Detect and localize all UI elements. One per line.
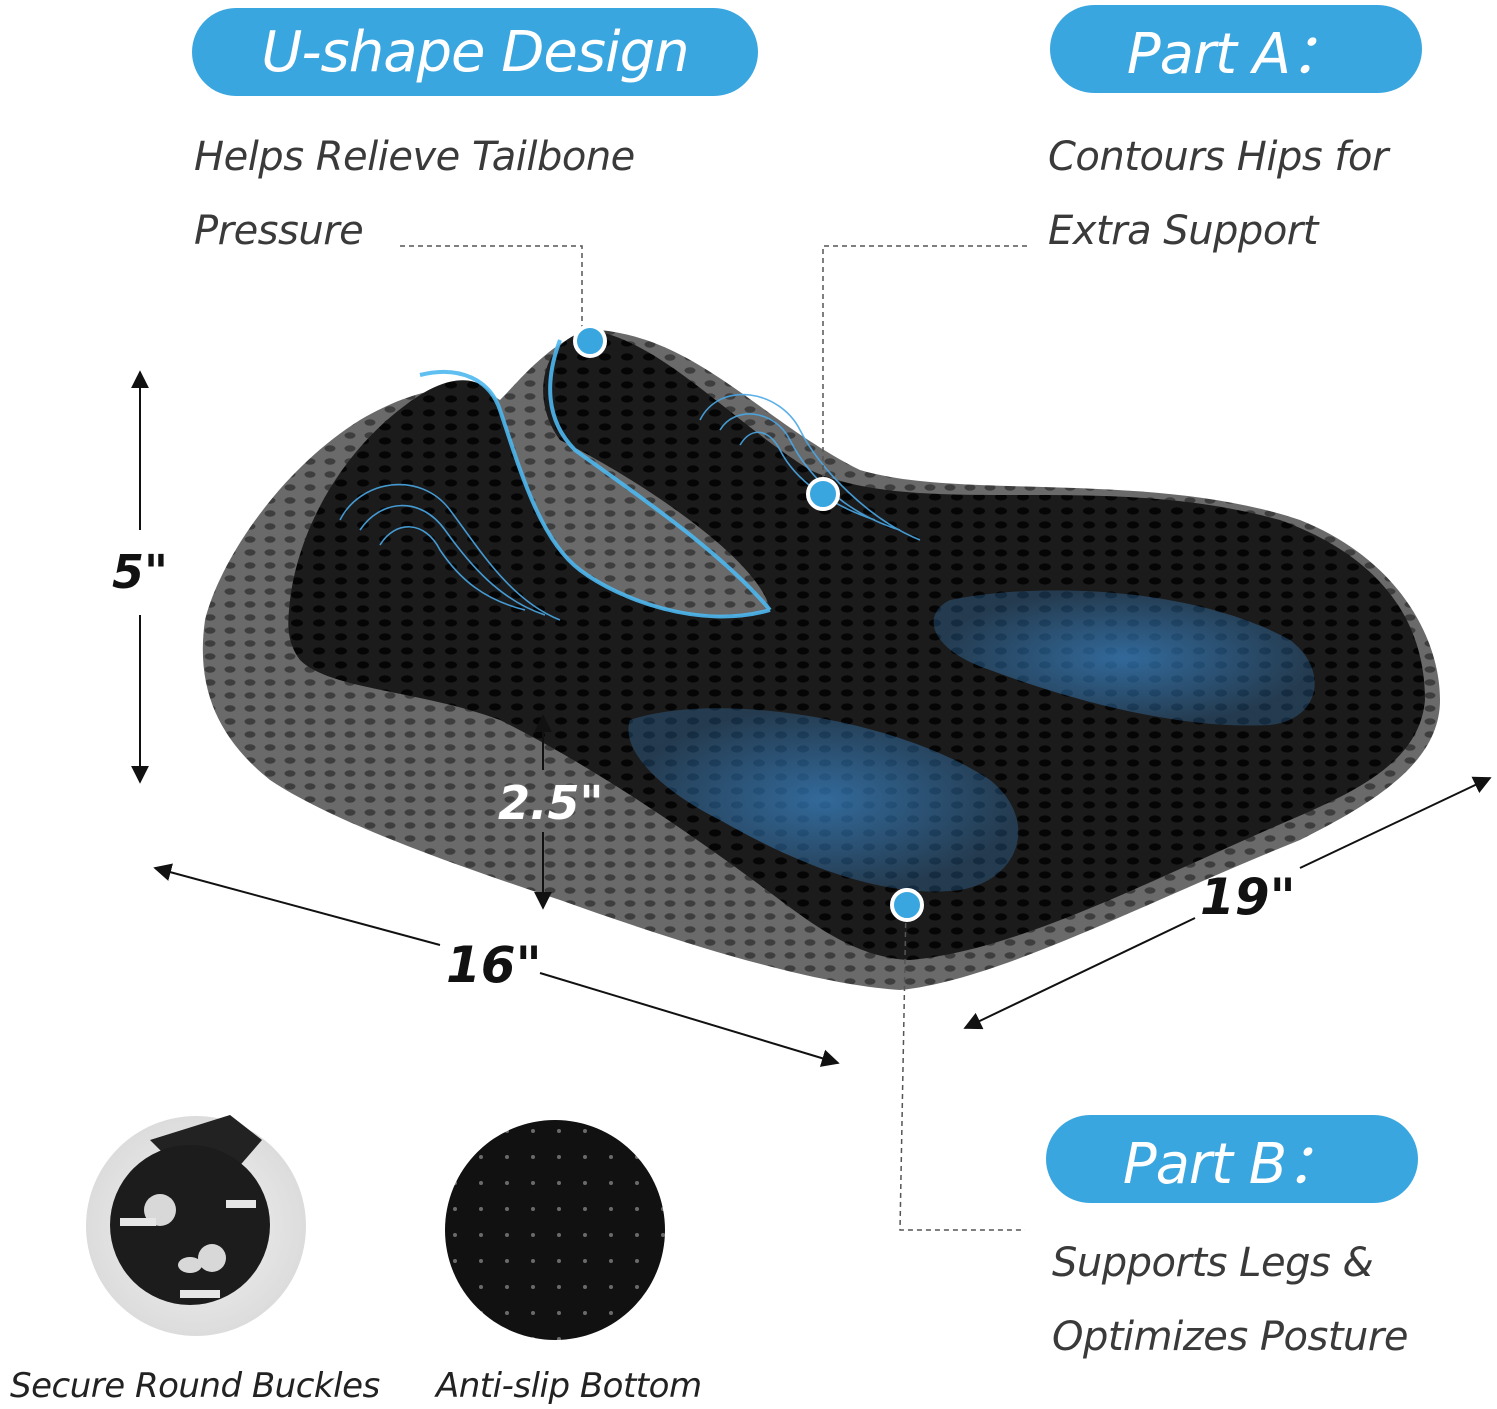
leader-lines [400,245,1027,1231]
part-b-caption-2: Optimizes Posture [1052,1314,1408,1360]
part-a-caption-2: Extra Support [1048,208,1318,254]
hip-contour-lines [339,393,921,621]
part-b-caption-1: Supports Legs & [1052,1240,1374,1286]
u-shape-title: U-shape Design [261,19,689,85]
u-shape-caption-2: Pressure [194,208,364,254]
cushion-top [288,330,1425,960]
buckle-image [86,1115,306,1336]
width-label: 19" [1200,868,1296,926]
part-b-title-pill: Part B： [1046,1115,1418,1203]
part-a-title-pill: Part A： [1050,5,1422,93]
buckles-label: Secure Round Buckles [10,1366,380,1406]
pressure-zones [628,590,1315,892]
dimension-arrows [131,370,1492,1067]
anti-slip-image [445,1120,665,1340]
u-shape-highlight [419,339,772,619]
u-shape-title-pill: U-shape Design [192,8,758,96]
depth-label: 16" [446,936,542,994]
height-label: 5" [112,545,168,599]
center-height-label: 2.5" [498,776,604,830]
part-a-title: Part A： [1126,21,1346,87]
u-shape-caption-1: Helps Relieve Tailbone [194,134,635,180]
part-a-caption-1: Contours Hips for [1048,134,1388,180]
anti-slip-label: Anti-slip Bottom [436,1366,702,1406]
part-b-title: Part B： [1122,1131,1342,1197]
callout-dots [573,324,924,922]
